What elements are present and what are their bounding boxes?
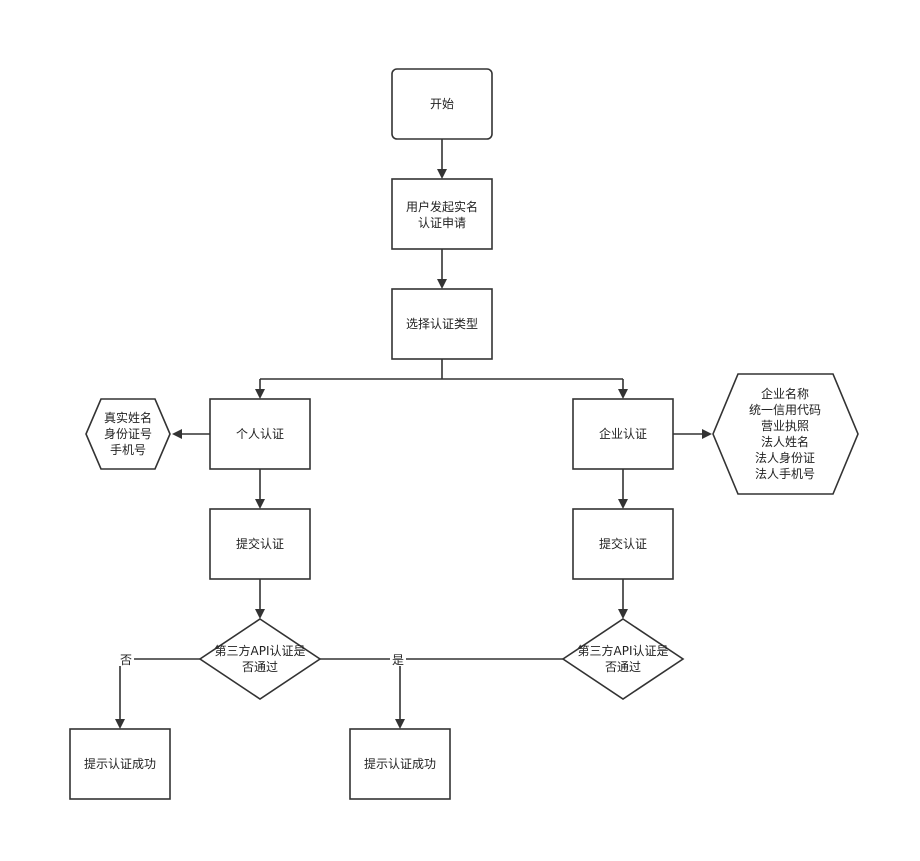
edge-personal-check-no (119, 658, 200, 720)
node-personal-submit: 提交认证 (209, 508, 311, 580)
arrowhead (255, 499, 265, 509)
node-result-middle-shape (349, 728, 451, 800)
node-enterprise-fields-shape (712, 373, 859, 495)
node-personal-fields-line-1: 真实姓名 (104, 410, 152, 425)
node-personal-shape (209, 398, 311, 470)
node-enterprise-check-line-2: 否通过 (605, 660, 641, 674)
node-personal-check-line-2: 否通过 (242, 660, 278, 674)
node-enterprise-check: 第三方API认证是 否通过 (561, 618, 685, 700)
arrowhead (618, 389, 628, 399)
node-enterprise-check-shape (561, 618, 685, 700)
edge-label-yes: 是 (392, 653, 404, 667)
node-personal-fields-line-3: 手机号 (110, 443, 146, 457)
arrowhead (255, 389, 265, 399)
node-personal-label: 个人认证 (236, 427, 284, 441)
arrowhead (618, 609, 628, 619)
node-result-middle-label: 提示认证成功 (364, 756, 436, 771)
node-personal-check-shape (198, 618, 322, 700)
edge-label-yes-bg (390, 652, 406, 666)
node-result-middle: 提示认证成功 (349, 728, 451, 800)
edge-choose-type-to-branches (260, 359, 623, 380)
node-personal-check: 第三方API认证是 否通过 (198, 618, 322, 700)
arrowhead (437, 169, 447, 179)
node-enterprise-check-line-1: 第三方API认证是 (578, 643, 669, 658)
node-enterprise-shape (572, 398, 674, 470)
node-enterprise-fields-line-3: 营业执照 (761, 419, 809, 433)
node-apply-label-line-2: 认证申请 (418, 216, 466, 230)
node-apply-label-line-1: 用户发起实名 (406, 199, 478, 214)
node-start-label: 开始 (430, 97, 454, 111)
edge-label-no: 否 (120, 653, 132, 667)
node-start: 开始 (391, 68, 493, 140)
node-enterprise: 企业认证 (572, 398, 674, 470)
node-personal-fields: 真实姓名 身份证号 手机号 (85, 398, 171, 470)
node-enterprise-fields-line-6: 法人手机号 (755, 467, 815, 481)
node-apply: 用户发起实名 认证申请 (391, 178, 493, 250)
node-choose-type-shape (391, 288, 493, 360)
arrowhead (115, 719, 125, 729)
node-personal-submit-shape (209, 508, 311, 580)
arrowhead (255, 609, 265, 619)
node-enterprise-fields-line-2: 统一信用代码 (749, 403, 821, 417)
arrowhead (618, 499, 628, 509)
node-personal-submit-label: 提交认证 (236, 536, 284, 551)
node-personal-fields-line-2: 身份证号 (104, 426, 152, 441)
node-enterprise-submit: 提交认证 (572, 508, 674, 580)
node-start-shape (391, 68, 493, 140)
node-personal: 个人认证 (209, 398, 311, 470)
arrowhead (437, 279, 447, 289)
arrowhead (395, 719, 405, 729)
arrowhead (172, 429, 182, 439)
node-enterprise-fields-line-1: 企业名称 (761, 386, 809, 401)
node-enterprise-submit-shape (572, 508, 674, 580)
edge-labels: 否 是 (118, 652, 406, 667)
node-enterprise-submit-label: 提交认证 (599, 536, 647, 551)
node-result-left: 提示认证成功 (69, 728, 171, 800)
node-choose-type: 选择认证类型 (391, 288, 493, 360)
node-enterprise-fields-line-4: 法人姓名 (761, 434, 809, 449)
edge-label-no-bg (118, 652, 134, 666)
node-result-left-shape (69, 728, 171, 800)
node-apply-shape (391, 178, 493, 250)
node-enterprise-label: 企业认证 (599, 426, 647, 441)
node-personal-fields-shape (85, 398, 171, 470)
node-enterprise-fields: 企业名称 统一信用代码 营业执照 法人姓名 法人身份证 法人手机号 (712, 373, 859, 495)
node-personal-check-line-1: 第三方API认证是 (215, 643, 306, 658)
node-choose-type-label: 选择认证类型 (406, 317, 478, 331)
node-result-left-label: 提示认证成功 (84, 756, 156, 771)
arrowhead (702, 429, 712, 439)
edges (115, 139, 712, 729)
node-enterprise-fields-line-5: 法人身份证 (755, 450, 815, 465)
